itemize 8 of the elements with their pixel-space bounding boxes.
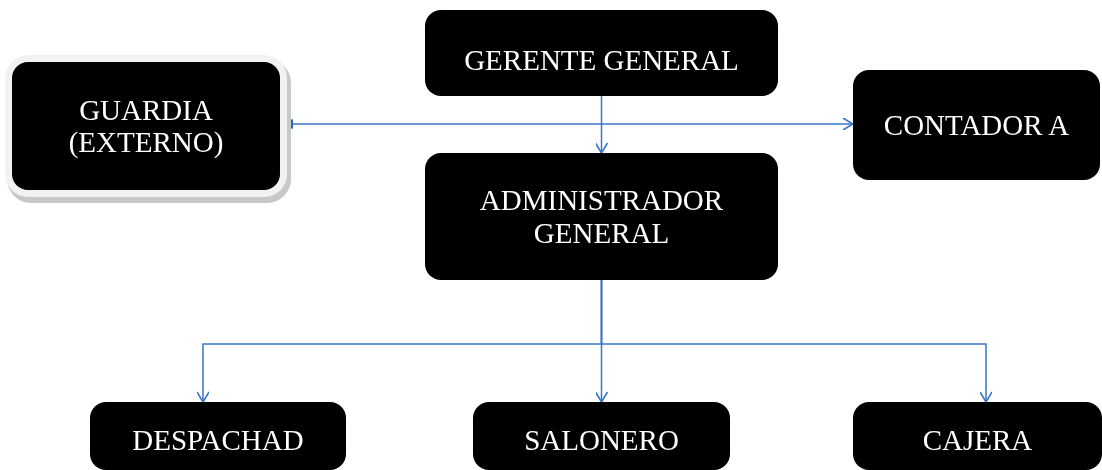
role-box: SALONERO — [473, 402, 730, 470]
role-box: CAJERA — [853, 402, 1102, 470]
role-box: DESPACHAD — [90, 402, 346, 470]
arrow — [594, 95, 609, 154]
arrow — [600, 279, 993, 403]
role-box: GERENTE GENERAL — [425, 10, 778, 96]
role-box: CONTADOR A — [853, 70, 1100, 180]
role-box: ADMINISTRADOR GENERAL — [425, 153, 778, 280]
